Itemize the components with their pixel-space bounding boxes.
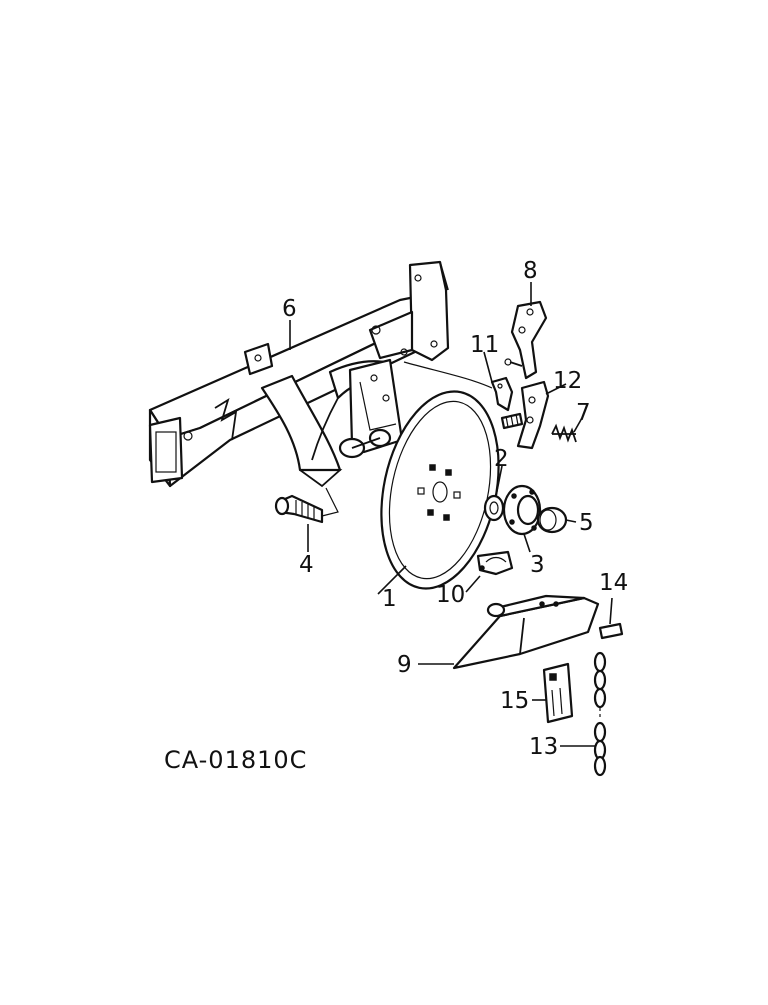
drawing-number: CA-01810C <box>164 746 307 774</box>
part-2-bearing <box>483 494 505 522</box>
callout-1: 1 <box>382 586 397 612</box>
leader-lines <box>289 282 613 747</box>
callout-8: 8 <box>523 258 538 284</box>
part-11-routing-line <box>403 361 493 389</box>
callout-10: 10 <box>436 582 465 608</box>
part-6-frame-arm <box>148 260 450 488</box>
part-10-clamp <box>476 550 514 576</box>
part-11-clip <box>490 376 514 412</box>
part-7-spring <box>551 423 577 443</box>
callout-12: 12 <box>553 368 582 394</box>
callout-6: 6 <box>282 296 297 322</box>
part-4-bolt <box>274 494 324 524</box>
part-13-chain <box>593 651 607 777</box>
callout-14: 14 <box>599 570 628 596</box>
part-12-scraper-arm <box>516 380 550 450</box>
part-4-leader-path <box>321 487 339 517</box>
part-5-dust-cap <box>536 506 568 534</box>
callout-4: 4 <box>299 552 314 578</box>
callout-labels: 1 2 3 4 5 6 7 8 9 10 11 12 13 14 15 <box>282 258 628 760</box>
callout-9: 9 <box>397 652 412 678</box>
callout-5: 5 <box>579 510 594 536</box>
part-3-hub <box>502 484 542 536</box>
part-14-pin <box>598 622 624 640</box>
callout-3: 3 <box>530 552 545 578</box>
callout-13: 13 <box>529 734 558 760</box>
callout-15: 15 <box>500 688 529 714</box>
part-8-bracket <box>504 300 548 380</box>
callout-11: 11 <box>470 332 499 358</box>
part-9-shoe <box>452 594 600 670</box>
callout-7: 7 <box>576 400 591 426</box>
callout-2: 2 <box>494 446 509 472</box>
stud-near-part-11 <box>500 412 524 430</box>
part-15-clip-plate <box>542 662 574 724</box>
